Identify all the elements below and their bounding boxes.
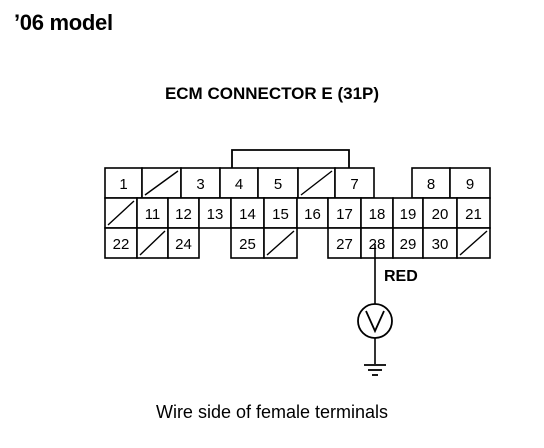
terminal-17: 17 <box>327 197 362 229</box>
terminal-number: 1 <box>119 176 127 193</box>
terminal-unused <box>263 227 298 259</box>
terminal-1: 1 <box>104 167 143 199</box>
terminal-13: 13 <box>198 197 232 229</box>
terminal-4: 4 <box>219 167 259 199</box>
voltmeter-icon <box>357 303 393 339</box>
ground-icon <box>364 364 386 376</box>
terminal-number: 27 <box>336 236 353 253</box>
model-title: ’06 model <box>14 10 113 35</box>
terminal-number: 29 <box>400 236 417 253</box>
terminal-11: 11 <box>136 197 169 229</box>
terminal-number: 20 <box>432 206 449 223</box>
terminal-number: 5 <box>274 176 282 193</box>
terminal-number: 15 <box>272 206 289 223</box>
terminal-16: 16 <box>296 197 329 229</box>
terminal-number: 7 <box>350 176 358 193</box>
terminal-24: 24 <box>167 227 200 259</box>
terminal-7: 7 <box>334 167 375 199</box>
terminal-number: 19 <box>400 206 417 223</box>
terminal-9: 9 <box>449 167 491 199</box>
terminal-number: 4 <box>235 176 243 193</box>
terminal-number: 25 <box>239 236 256 253</box>
terminal-20: 20 <box>422 197 458 229</box>
terminal-number: 28 <box>369 236 386 253</box>
terminal-number: 22 <box>113 236 130 253</box>
terminal-unused <box>297 167 336 199</box>
terminal-27: 27 <box>327 227 362 259</box>
terminal-number: 8 <box>427 176 435 193</box>
terminal-5: 5 <box>257 167 299 199</box>
terminal-number: 12 <box>175 206 192 223</box>
terminal-unused <box>456 227 491 259</box>
terminal-14: 14 <box>230 197 265 229</box>
terminal-number: 17 <box>336 206 353 223</box>
terminal-number: 16 <box>304 206 321 223</box>
terminal-number: 13 <box>207 206 224 223</box>
terminal-18: 18 <box>360 197 394 229</box>
terminal-8: 8 <box>411 167 451 199</box>
caption: Wire side of female terminals <box>155 402 389 422</box>
wire-color-label: RED <box>384 268 418 285</box>
terminal-12: 12 <box>167 197 200 229</box>
terminal-number: 9 <box>466 176 474 193</box>
terminal-19: 19 <box>392 197 424 229</box>
terminal-unused <box>136 227 169 259</box>
terminal-number: 11 <box>145 206 161 223</box>
terminal-number: 18 <box>369 206 386 223</box>
terminal-number: 14 <box>239 206 256 223</box>
terminal-3: 3 <box>180 167 221 199</box>
terminal-22: 22 <box>104 227 138 259</box>
terminal-number: 24 <box>175 236 192 253</box>
connector-title: ECM CONNECTOR E (31P) <box>164 84 380 103</box>
terminal-number: 30 <box>432 236 449 253</box>
terminal-number: 3 <box>196 176 204 193</box>
terminal-21: 21 <box>456 197 491 229</box>
terminal-28: 28 <box>360 227 394 259</box>
terminal-unused <box>104 197 138 229</box>
connector-lock-tab <box>231 149 350 168</box>
terminal-25: 25 <box>230 227 265 259</box>
terminal-29: 29 <box>392 227 424 259</box>
terminal-unused <box>141 167 182 199</box>
terminal-15: 15 <box>263 197 298 229</box>
terminal-30: 30 <box>422 227 458 259</box>
terminal-number: 21 <box>465 206 482 223</box>
